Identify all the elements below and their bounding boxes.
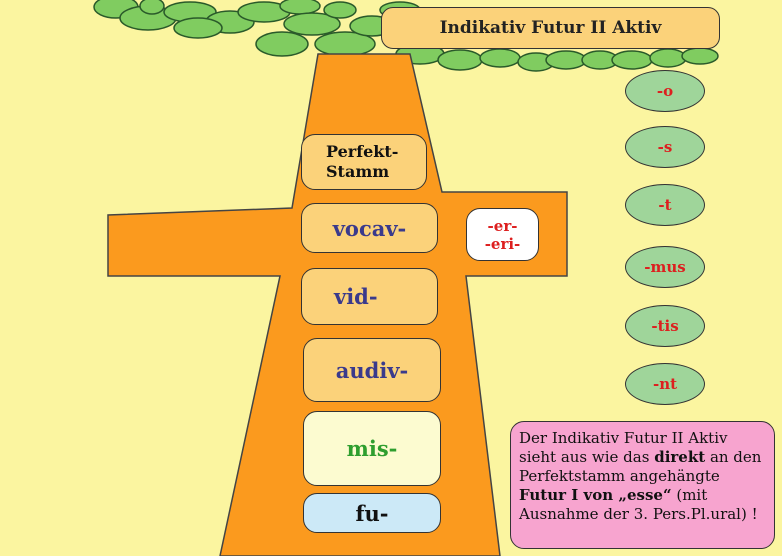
stem-text: fu- bbox=[355, 500, 389, 526]
ending-text: -nt bbox=[652, 375, 678, 393]
title-text: Indikativ Futur II Aktiv bbox=[439, 18, 662, 38]
infix-line-2: -eri- bbox=[484, 234, 521, 253]
stem-box-audiv: audiv- bbox=[303, 338, 441, 402]
ending-s: -s bbox=[625, 126, 705, 168]
stem-box-mis: mis- bbox=[303, 411, 441, 486]
stem-box-vid: vid- bbox=[301, 268, 438, 325]
stem-text: mis- bbox=[346, 436, 398, 461]
stem-text: audiv- bbox=[335, 357, 409, 383]
ending-mus: -mus bbox=[625, 246, 705, 288]
note-line-4: Futur I von „esse“ (mit bbox=[519, 486, 708, 504]
ending-t: -t bbox=[625, 184, 705, 226]
ending-text: -o bbox=[656, 82, 674, 100]
explanation-note: Der Indikativ Futur II Aktiv sieht aus w… bbox=[510, 421, 775, 549]
ending-tis: -tis bbox=[625, 305, 705, 347]
note-emphasis-direkt: direkt bbox=[654, 448, 706, 466]
stem-label-line-2: Stamm bbox=[326, 162, 390, 181]
note-line-3: Perfektstamm angehängte bbox=[519, 467, 720, 485]
page-title: Indikativ Futur II Aktiv bbox=[381, 7, 720, 49]
infix-line-1: -er- bbox=[487, 216, 518, 235]
note-line-5: Ausnahme der 3. Pers.Pl.ural) ! bbox=[519, 505, 758, 523]
ending-text: -tis bbox=[651, 317, 679, 335]
stem-label-line-1: Perfekt- bbox=[326, 142, 399, 161]
stem-box-vocav: vocav- bbox=[301, 203, 438, 253]
note-line-2: sieht aus wie das direkt an den bbox=[519, 448, 762, 466]
infix-box: -er- -eri- bbox=[466, 208, 539, 261]
stem-box-fu: fu- bbox=[303, 493, 441, 533]
tree-foliage bbox=[93, 0, 719, 72]
ending-o: -o bbox=[625, 70, 705, 112]
note-emphasis-futur: Futur I von „esse“ bbox=[519, 486, 672, 504]
ending-text: -t bbox=[658, 196, 672, 214]
stem-text: vocav- bbox=[332, 215, 407, 241]
stem-label-box: Perfekt- Stamm bbox=[301, 134, 427, 190]
ending-text: -mus bbox=[644, 258, 686, 276]
note-line-1: Der Indikativ Futur II Aktiv bbox=[519, 429, 728, 447]
stem-text: vid- bbox=[334, 284, 378, 309]
ending-nt: -nt bbox=[625, 363, 705, 405]
ending-text: -s bbox=[657, 138, 673, 156]
